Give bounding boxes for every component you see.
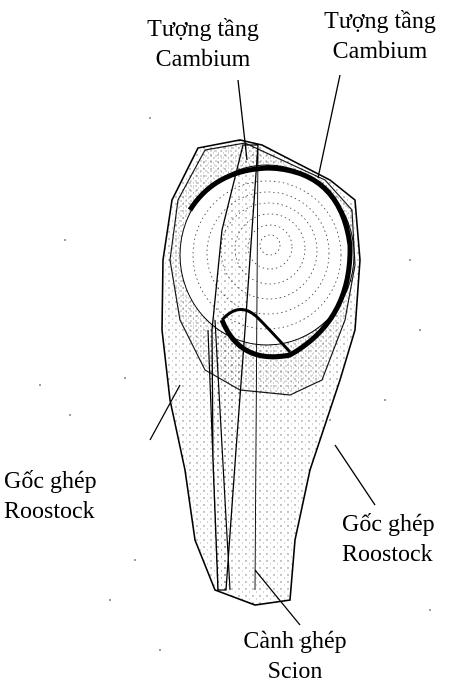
- label-rootstock-right-en: Roostock: [342, 539, 435, 569]
- label-rootstock-left-en: Roostock: [4, 496, 97, 526]
- label-rootstock-left-vi: Gốc ghép: [4, 466, 97, 496]
- label-rootstock-left: Gốc ghép Roostock: [4, 466, 97, 526]
- label-scion: Cành ghép Scion: [230, 626, 360, 686]
- label-cambium-left-en: Cambium: [128, 44, 278, 74]
- label-cambium-left-vi: Tượng tầng: [128, 14, 278, 44]
- label-cambium-left: Tượng tầng Cambium: [128, 14, 278, 74]
- label-rootstock-right-vi: Gốc ghép: [342, 509, 435, 539]
- label-cambium-right-en: Cambium: [300, 36, 460, 66]
- label-cambium-right-vi: Tượng tầng: [300, 6, 460, 36]
- label-rootstock-right: Gốc ghép Roostock: [342, 509, 435, 569]
- label-cambium-right: Tượng tầng Cambium: [300, 6, 460, 66]
- label-scion-en: Scion: [230, 656, 360, 686]
- label-scion-vi: Cành ghép: [230, 626, 360, 656]
